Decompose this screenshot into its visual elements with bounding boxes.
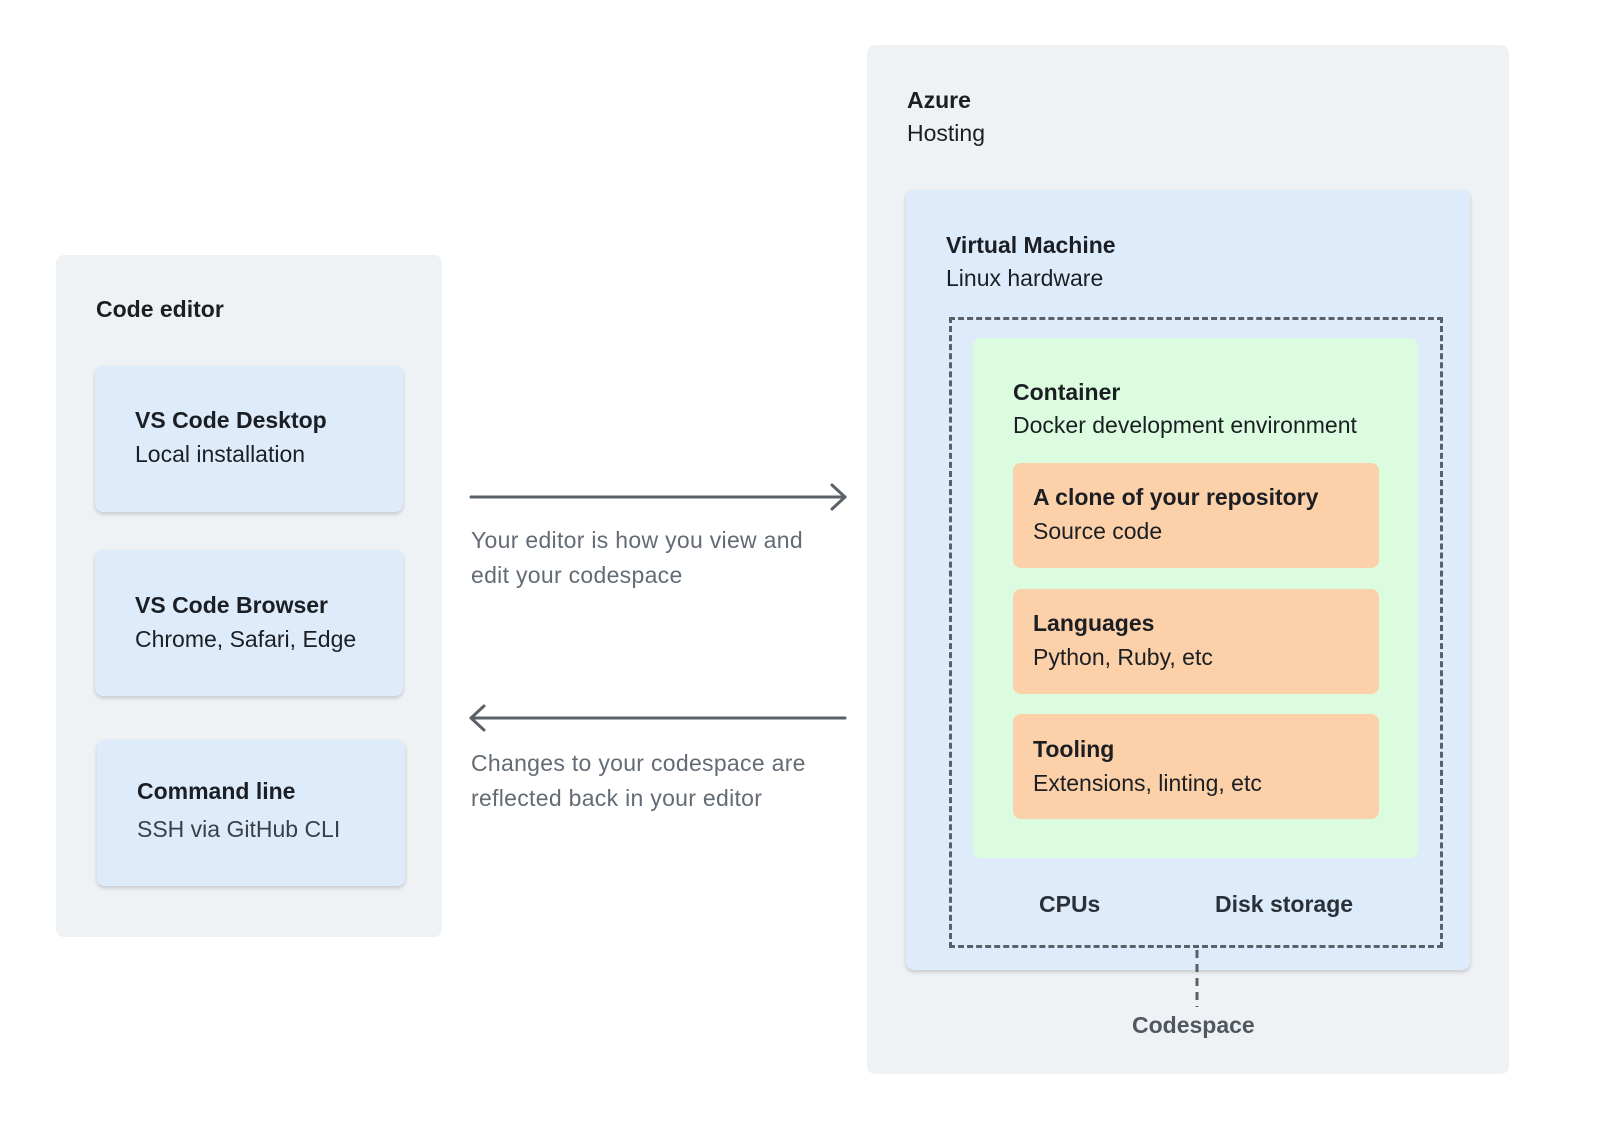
tooling-title: Tooling [1033, 736, 1115, 762]
azure-title: Azure [907, 87, 971, 113]
virtual-machine-title: Virtual Machine [946, 232, 1116, 258]
languages-title: Languages [1033, 610, 1155, 636]
codespace-label: Codespace [1132, 1012, 1255, 1038]
to-codespace-note: Your editor is how you view and edit you… [471, 527, 803, 588]
vscode-desktop-title: VS Code Desktop [135, 407, 327, 433]
repository-clone-box: A clone of your repository Source code [1013, 463, 1379, 568]
disk-storage-label: Disk storage [1215, 891, 1354, 917]
command-line-title: Command line [137, 778, 296, 804]
languages-box: Languages Python, Ruby, etc [1013, 589, 1379, 694]
arrow-right-icon [469, 483, 847, 511]
tooling-box: Tooling Extensions, linting, etc [1013, 714, 1379, 819]
to-editor-note: Changes to your codespace are reflected … [471, 750, 806, 811]
vscode-browser-card: VS Code Browser Chrome, Safari, Edge [95, 550, 403, 696]
virtual-machine-subtitle: Linux hardware [946, 265, 1104, 291]
repository-clone-title: A clone of your repository [1033, 484, 1319, 510]
repository-clone-subtitle: Source code [1033, 518, 1163, 544]
container-title: Container [1013, 379, 1121, 405]
cpus-label: CPUs [1039, 891, 1101, 917]
code-editor-title: Code editor [96, 296, 224, 322]
container-subtitle: Docker development environment [1013, 412, 1357, 438]
codespace-boundary [949, 317, 1443, 948]
arrow-left-icon [469, 704, 847, 732]
command-line-subtitle: SSH via GitHub CLI [137, 816, 341, 842]
tooling-subtitle: Extensions, linting, etc [1033, 770, 1262, 796]
vscode-browser-subtitle: Chrome, Safari, Edge [135, 626, 357, 652]
languages-subtitle: Python, Ruby, etc [1033, 644, 1213, 670]
vscode-desktop-subtitle: Local installation [135, 441, 306, 467]
command-line-card: Command line SSH via GitHub CLI [97, 740, 405, 886]
azure-subtitle: Hosting [907, 120, 985, 146]
vscode-browser-title: VS Code Browser [135, 592, 328, 618]
vscode-desktop-card: VS Code Desktop Local installation [95, 366, 403, 512]
